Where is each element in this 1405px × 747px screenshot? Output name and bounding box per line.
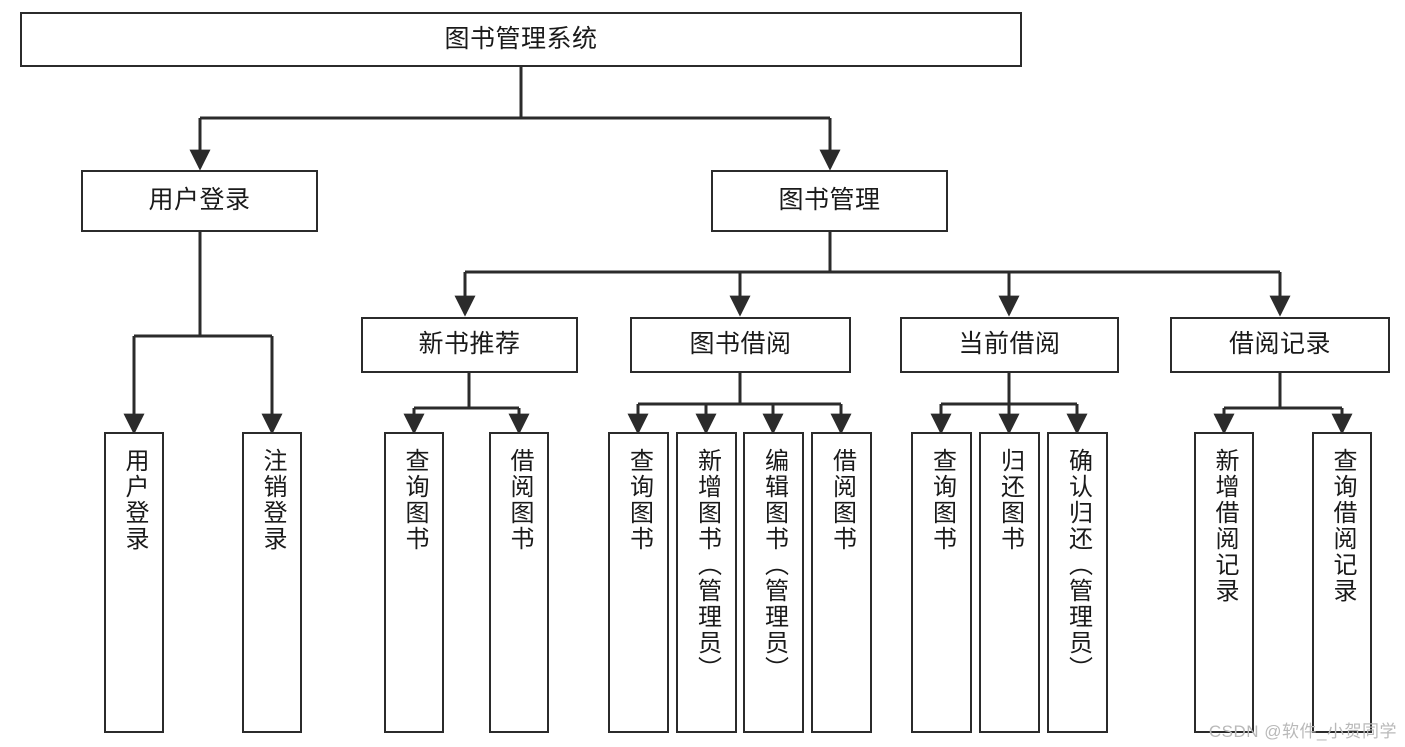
node-book-manage[interactable]: 图书管理 <box>711 170 948 232</box>
node-user-login[interactable]: 用户登录 <box>81 170 318 232</box>
node-leaf-query-record-label: 查询借阅记录 <box>1329 448 1356 604</box>
node-leaf-logout-label: 注销登录 <box>259 448 286 552</box>
node-book-manage-label: 图书管理 <box>778 186 881 215</box>
node-leaf-query-book-3-label: 查询图书 <box>928 448 956 552</box>
node-borrow-record-label: 借阅记录 <box>1228 330 1331 359</box>
node-leaf-query-book-2[interactable]: 查询图书 <box>608 432 669 733</box>
node-leaf-borrow-book-1-label: 借阅图书 <box>506 448 533 552</box>
node-leaf-add-record-label: 新增借阅记录 <box>1211 448 1238 604</box>
node-leaf-edit-book-label: 编辑图书（管理员） <box>760 448 788 682</box>
node-user-login-label: 用户登录 <box>148 186 251 215</box>
csdn-watermark: CSDN @软件_小贺同学 <box>1208 722 1397 741</box>
node-leaf-confirm-return[interactable]: 确认归还（管理员） <box>1047 432 1108 733</box>
node-leaf-user-login-label: 用户登录 <box>121 448 148 552</box>
node-borrow-record[interactable]: 借阅记录 <box>1170 317 1390 373</box>
node-leaf-query-book-3[interactable]: 查询图书 <box>911 432 972 733</box>
node-root[interactable]: 图书管理系统 <box>20 12 1022 67</box>
node-leaf-query-book-1[interactable]: 查询图书 <box>384 432 444 733</box>
node-leaf-add-record[interactable]: 新增借阅记录 <box>1194 432 1254 733</box>
node-leaf-return-book[interactable]: 归还图书 <box>979 432 1040 733</box>
node-leaf-query-book-1-label: 查询图书 <box>401 448 428 552</box>
node-leaf-return-book-label: 归还图书 <box>996 448 1024 552</box>
node-leaf-query-book-2-label: 查询图书 <box>625 448 653 552</box>
node-leaf-borrow-book-1[interactable]: 借阅图书 <box>489 432 549 733</box>
node-leaf-logout[interactable]: 注销登录 <box>242 432 302 733</box>
node-book-borrow[interactable]: 图书借阅 <box>630 317 851 373</box>
node-leaf-user-login[interactable]: 用户登录 <box>104 432 164 733</box>
node-new-book-recommend-label: 新书推荐 <box>418 330 521 359</box>
node-root-label: 图书管理系统 <box>444 24 598 53</box>
node-leaf-add-book-label: 新增图书（管理员） <box>693 448 721 682</box>
node-current-borrow-label: 当前借阅 <box>958 330 1061 359</box>
node-leaf-borrow-book-2-label: 借阅图书 <box>828 448 856 552</box>
node-leaf-add-book[interactable]: 新增图书（管理员） <box>676 432 737 733</box>
node-new-book-recommend[interactable]: 新书推荐 <box>361 317 578 373</box>
node-book-borrow-label: 图书借阅 <box>689 330 792 359</box>
node-leaf-query-record[interactable]: 查询借阅记录 <box>1312 432 1372 733</box>
node-leaf-borrow-book-2[interactable]: 借阅图书 <box>811 432 872 733</box>
node-leaf-edit-book[interactable]: 编辑图书（管理员） <box>743 432 804 733</box>
node-current-borrow[interactable]: 当前借阅 <box>900 317 1119 373</box>
node-leaf-confirm-return-label: 确认归还（管理员） <box>1064 448 1092 682</box>
